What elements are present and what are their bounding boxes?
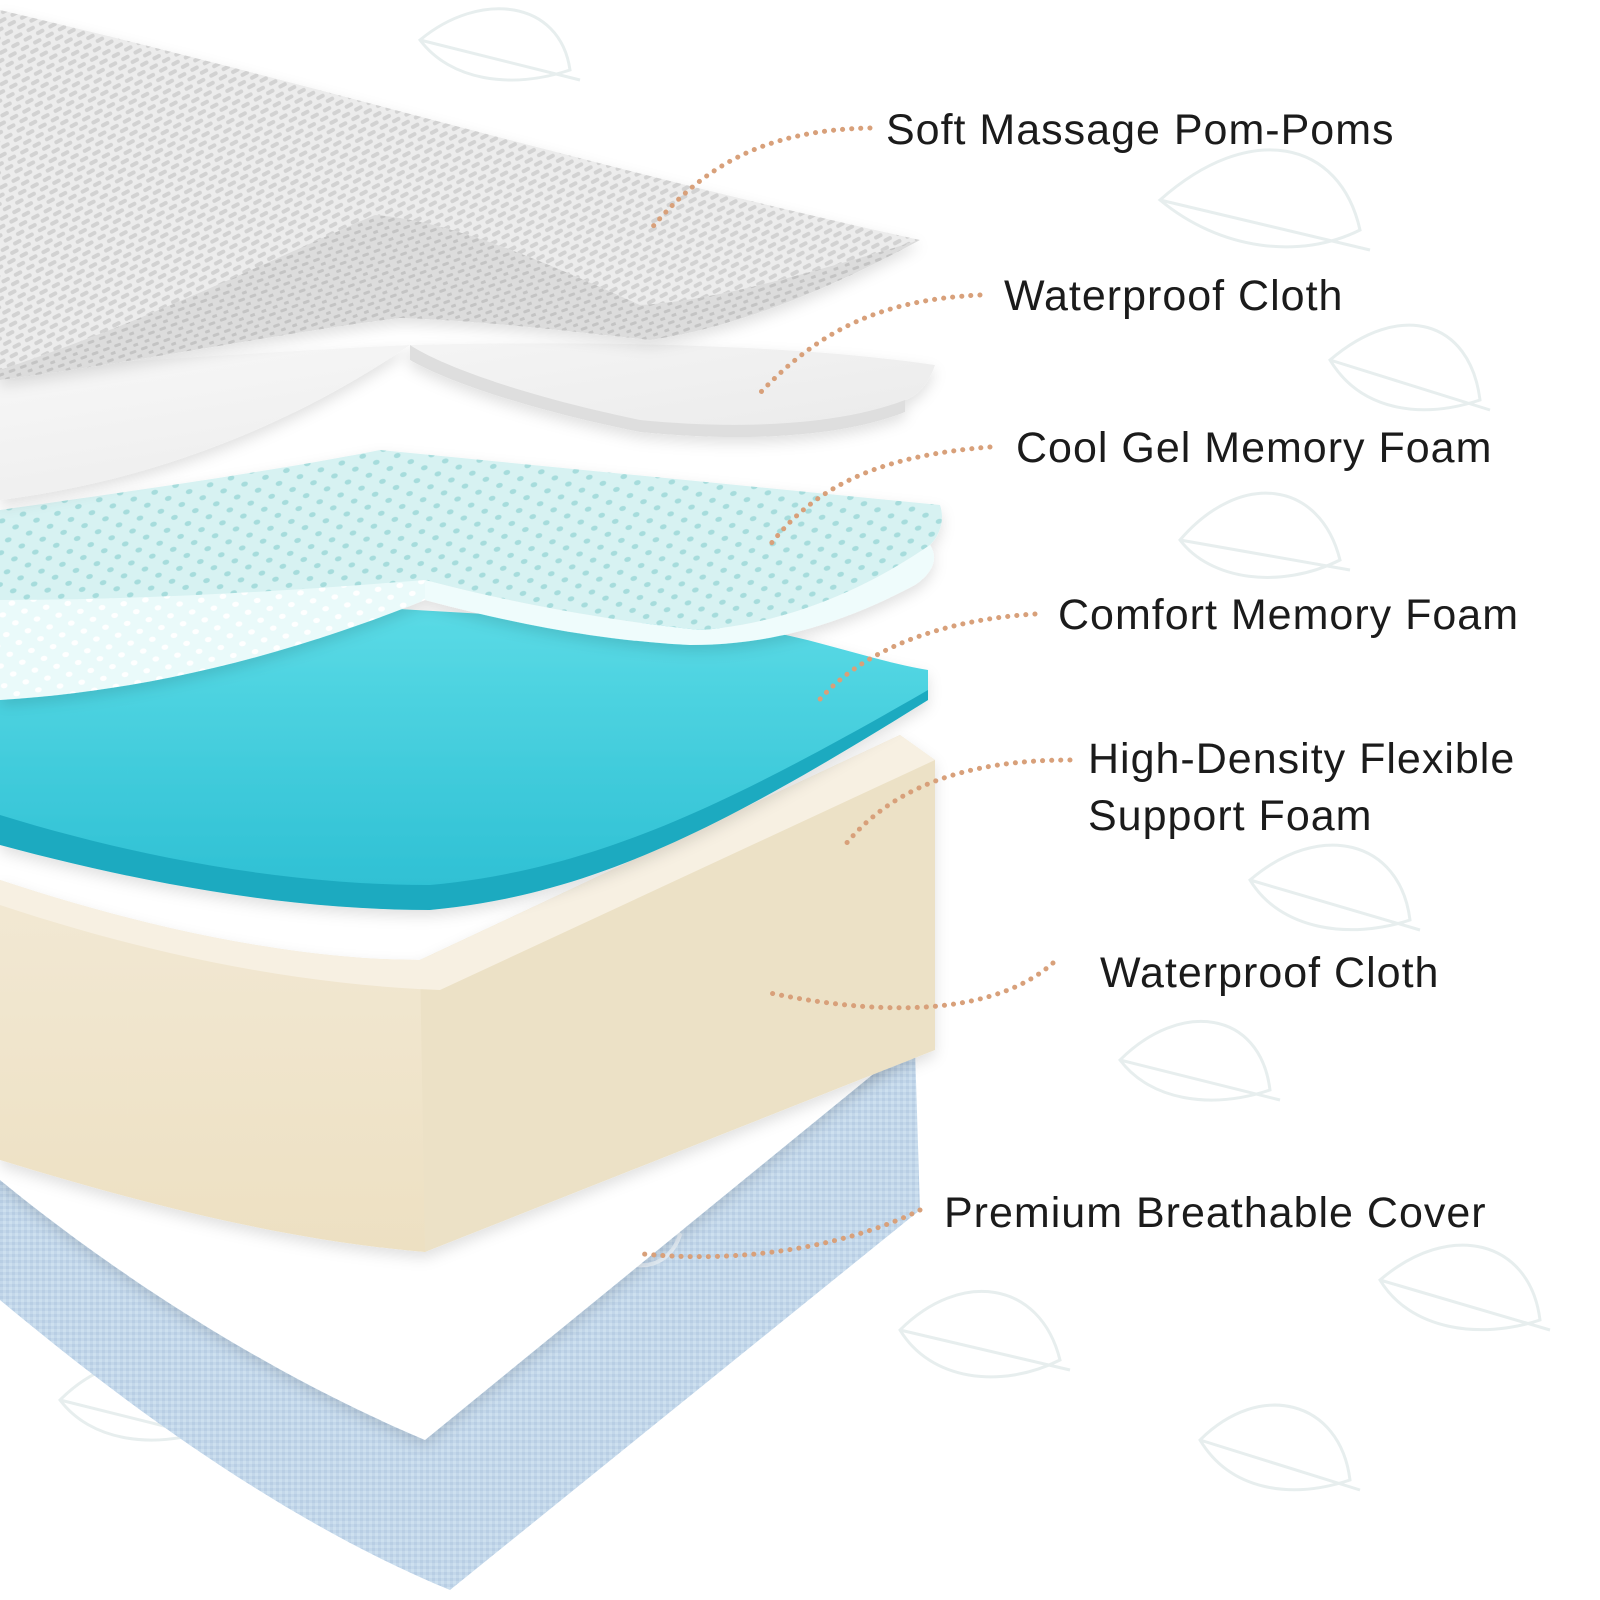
label-waterproof-cloth-bottom: Waterproof Cloth <box>1100 945 1439 1002</box>
leader-line <box>757 292 983 396</box>
layer-soft-massage-pom-poms <box>0 10 920 380</box>
label-premium-breathable-cover: Premium Breathable Cover <box>944 1185 1487 1242</box>
label-comfort-memory-foam: Comfort Memory Foam <box>1058 587 1519 644</box>
label-line: Support Foam <box>1088 791 1373 840</box>
label-line: Waterproof Cloth <box>1100 949 1440 997</box>
layer-waterproof-cloth-top <box>0 343 935 500</box>
feather-icon <box>1118 1019 1281 1102</box>
label-line: Cool Gel Memory Foam <box>1016 424 1493 472</box>
feather-watermark-group <box>58 7 1551 1492</box>
feather-icon <box>1328 323 1491 412</box>
feather-icon <box>1248 843 1421 932</box>
leader-line <box>812 611 1038 708</box>
layer-support-foam <box>0 735 935 1252</box>
leader-line <box>647 125 873 233</box>
feather-icon <box>1157 148 1371 252</box>
feather-icon <box>1178 491 1351 579</box>
leader-line <box>767 960 1056 1011</box>
feather-icon <box>1378 1243 1551 1332</box>
label-cool-gel-memory-foam: Cool Gel Memory Foam <box>1016 420 1492 477</box>
label-line: Premium Breathable Cover <box>944 1189 1487 1237</box>
label-soft-massage-pom-poms: Soft Massage Pom-Poms <box>886 102 1395 159</box>
layer-comfort-memory-foam <box>0 602 928 910</box>
label-waterproof-cloth-top: Waterproof Cloth <box>1004 268 1343 325</box>
label-support-foam: High-Density Flexible Support Foam <box>1088 731 1515 845</box>
leader-line <box>640 1207 923 1260</box>
feather-icon <box>1198 1403 1361 1492</box>
leader-lines <box>640 125 1073 1260</box>
feather-icon <box>898 1289 1071 1379</box>
label-line: Comfort Memory Foam <box>1058 591 1520 639</box>
leader-line <box>767 444 993 548</box>
feather-icon <box>417 7 581 82</box>
label-line: Soft Massage Pom-Poms <box>886 106 1395 154</box>
label-line: Waterproof Cloth <box>1004 272 1344 320</box>
layer-cool-gel-memory-foam <box>0 450 942 700</box>
label-line: High-Density Flexible <box>1088 735 1516 783</box>
